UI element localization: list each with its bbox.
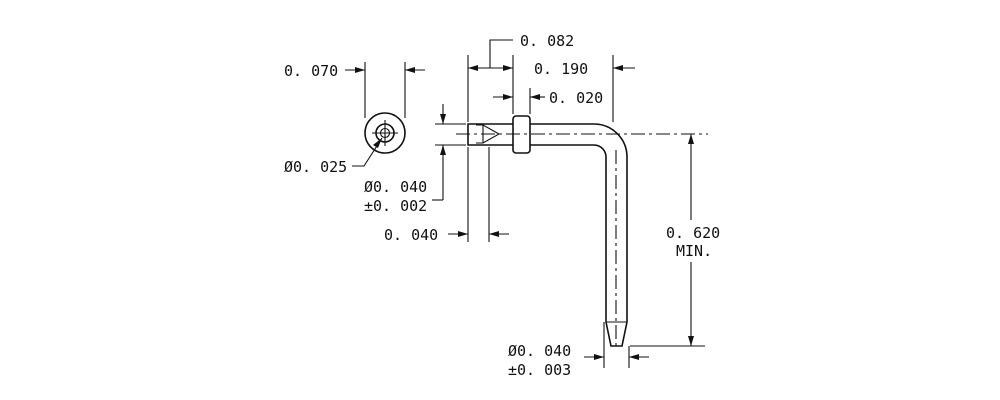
arrow-leg-top	[688, 134, 694, 144]
leader-hole-dia	[352, 137, 383, 167]
label-leg-dia: Ø0. 040	[508, 342, 571, 360]
arrow-070-left	[355, 67, 365, 73]
label-end-view-hole-dia: Ø0. 025	[284, 158, 347, 176]
pin-end-dimension	[448, 147, 509, 242]
label-overall-length: 0. 190	[534, 60, 588, 78]
bend-outer	[593, 123, 628, 158]
arrow-hole-dia	[373, 138, 382, 148]
end-view	[345, 62, 425, 167]
arrow-pin-top	[440, 114, 446, 124]
label-leg-dia-tol: ±0. 003	[508, 361, 571, 379]
arrow-190	[613, 65, 623, 71]
arrow-leg-dia-right	[629, 354, 639, 360]
arrow-leg-bottom	[688, 336, 694, 346]
label-leg-length: 0. 620	[666, 224, 720, 242]
arrow-070-right	[405, 67, 415, 73]
side-view	[456, 115, 708, 350]
arrow-040-right	[489, 231, 499, 237]
arrow-020-left	[503, 94, 513, 100]
bend-inner	[593, 144, 607, 158]
label-collar-offset: 0. 082	[520, 32, 574, 50]
label-pin-dia-tol: ±0. 002	[364, 197, 427, 215]
leader-082	[489, 39, 513, 68]
arrow-040-left	[458, 231, 468, 237]
top-dimensions	[467, 39, 635, 122]
arrow-082-left	[468, 65, 478, 71]
leg-length-dimension	[630, 134, 705, 347]
end-view-outer-circle	[364, 112, 406, 154]
label-end-view-width: 0. 070	[284, 62, 338, 80]
arrow-leg-dia-left	[594, 354, 604, 360]
label-pin-end-length: 0. 040	[384, 226, 438, 244]
arrow-pin-bottom	[440, 145, 446, 155]
leg-dia-dimension	[584, 322, 649, 368]
arrow-082-right	[503, 65, 513, 71]
label-pin-dia: Ø0. 040	[364, 178, 427, 196]
arrow-020-right	[530, 94, 540, 100]
label-leg-length-note: MIN.	[676, 242, 712, 260]
label-collar-thickness: 0. 020	[549, 89, 603, 107]
pin-dia-dimension	[432, 104, 466, 201]
